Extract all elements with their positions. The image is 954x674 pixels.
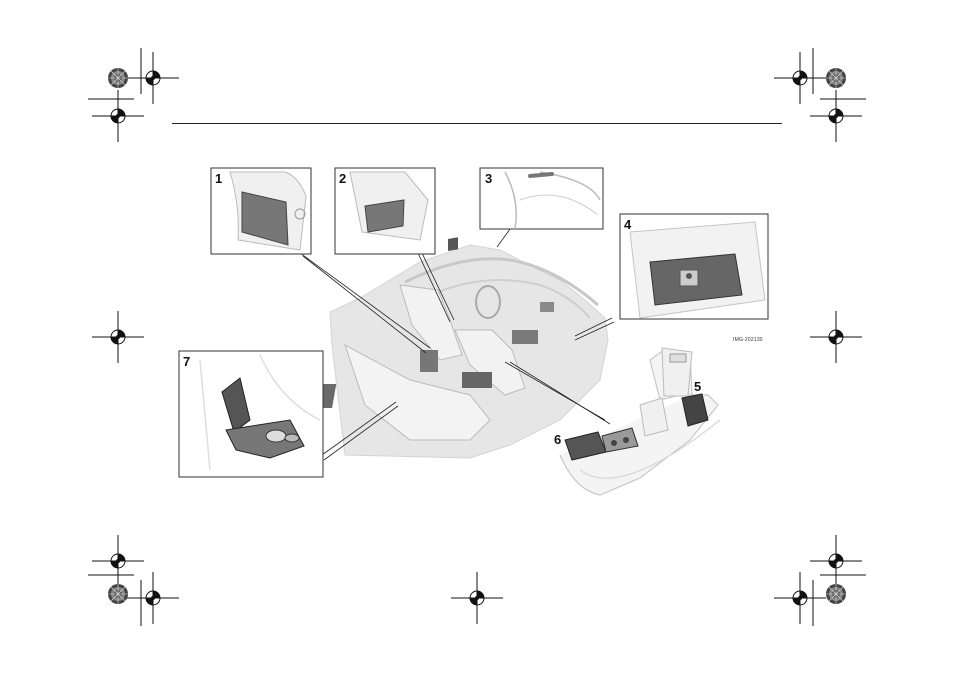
car-interior	[312, 237, 608, 458]
detail-panel-2	[335, 168, 435, 254]
image-code: IMG-202130	[733, 337, 763, 343]
detail-panel-7	[179, 351, 323, 477]
callout-5: 5	[694, 380, 701, 393]
callout-6: 6	[554, 433, 561, 446]
callout-7: 7	[183, 355, 190, 368]
detail-panel-1	[211, 168, 311, 254]
callout-3: 3	[485, 172, 492, 185]
detail-panel-4	[620, 214, 768, 319]
callout-4: 4	[624, 218, 631, 231]
callout-1: 1	[215, 172, 222, 185]
callout-2: 2	[339, 172, 346, 185]
detail-panel-3	[480, 168, 603, 229]
